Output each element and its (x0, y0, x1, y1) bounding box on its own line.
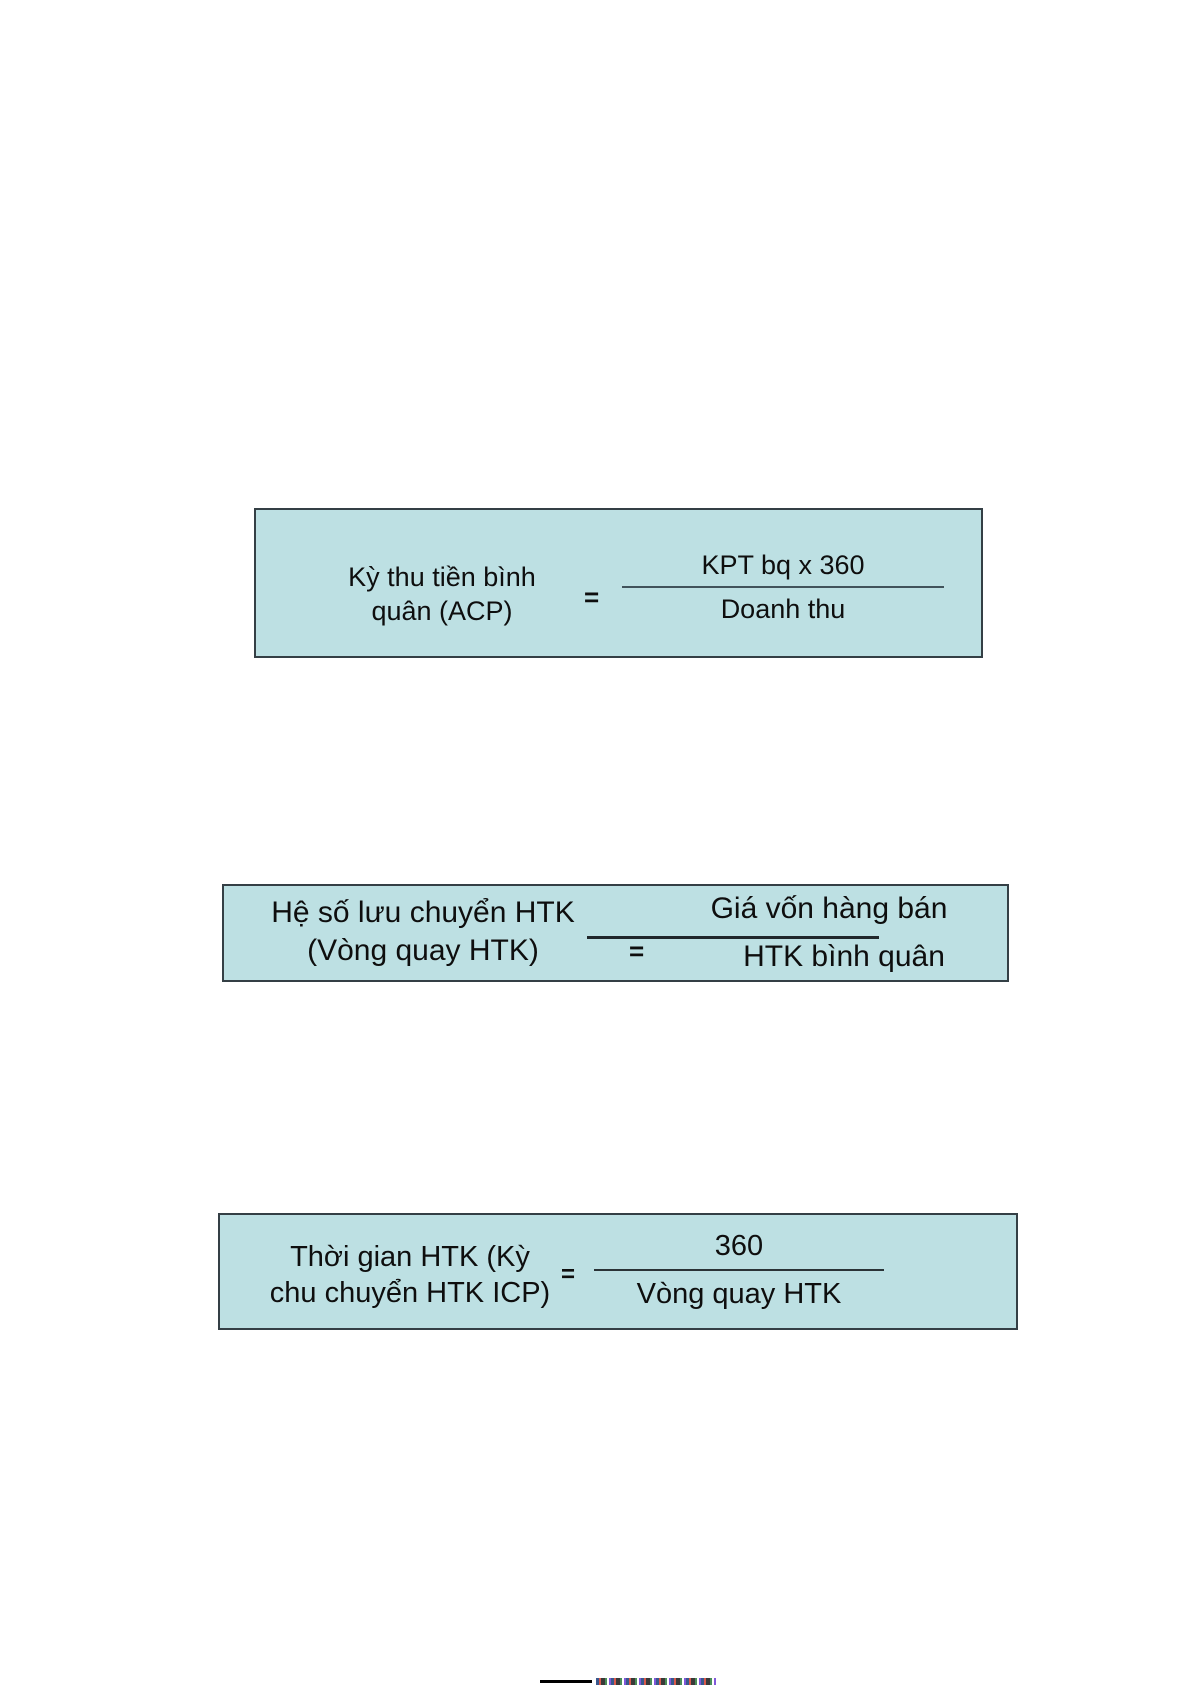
equals-sign: = (561, 1261, 576, 1288)
page-edge-cutoff-text-artifact (596, 1678, 716, 1685)
page-edge-line-artifact (540, 1680, 592, 1683)
formula-box-acp: Kỳ thu tiền bình quân (ACP) = KPT bq x 3… (254, 508, 983, 658)
fraction-denominator: Vòng quay HTK (636, 1278, 842, 1310)
formula-label-line2: quân (ACP) (371, 596, 513, 626)
fraction-denominator: Doanh thu (720, 594, 846, 624)
fraction: 360 Vòng quay HTK (594, 1223, 884, 1317)
formula-label: Thời gian HTK (Kỳ chu chuyển HTK ICP) (250, 1239, 570, 1311)
fraction-numerator: 360 (714, 1230, 764, 1262)
formula-label-line1: Hệ số lưu chuyển HTK (271, 896, 575, 929)
formula-label-line2: chu chuyển HTK ICP) (269, 1277, 551, 1309)
fraction-numerator: KPT bq x 360 (701, 550, 865, 580)
fraction-bar (587, 936, 879, 939)
formula-label: Hệ số lưu chuyển HTK (Vòng quay HTK) (258, 894, 588, 970)
formula-label-line2: (Vòng quay HTK) (307, 934, 539, 967)
formula-box-icp: Thời gian HTK (Kỳ chu chuyển HTK ICP) = … (218, 1213, 1018, 1330)
fraction-bar (622, 586, 944, 588)
fraction-numerator: Giá vốn hàng bán (710, 892, 948, 925)
formula-label: Kỳ thu tiền bình quân (ACP) (292, 560, 592, 628)
fraction-denominator: HTK bình quân (743, 940, 945, 973)
formula-label-line1: Thời gian HTK (Kỳ (290, 1241, 530, 1273)
equals-sign: = (584, 582, 600, 612)
fraction-bar (594, 1269, 884, 1271)
formula-label-line1: Kỳ thu tiền bình (348, 562, 536, 592)
fraction: KPT bq x 360 Doanh thu (622, 544, 944, 630)
formula-box-inventory-turnover: Hệ số lưu chuyển HTK (Vòng quay HTK) Giá… (222, 884, 1009, 982)
equals-sign: = (629, 936, 645, 966)
